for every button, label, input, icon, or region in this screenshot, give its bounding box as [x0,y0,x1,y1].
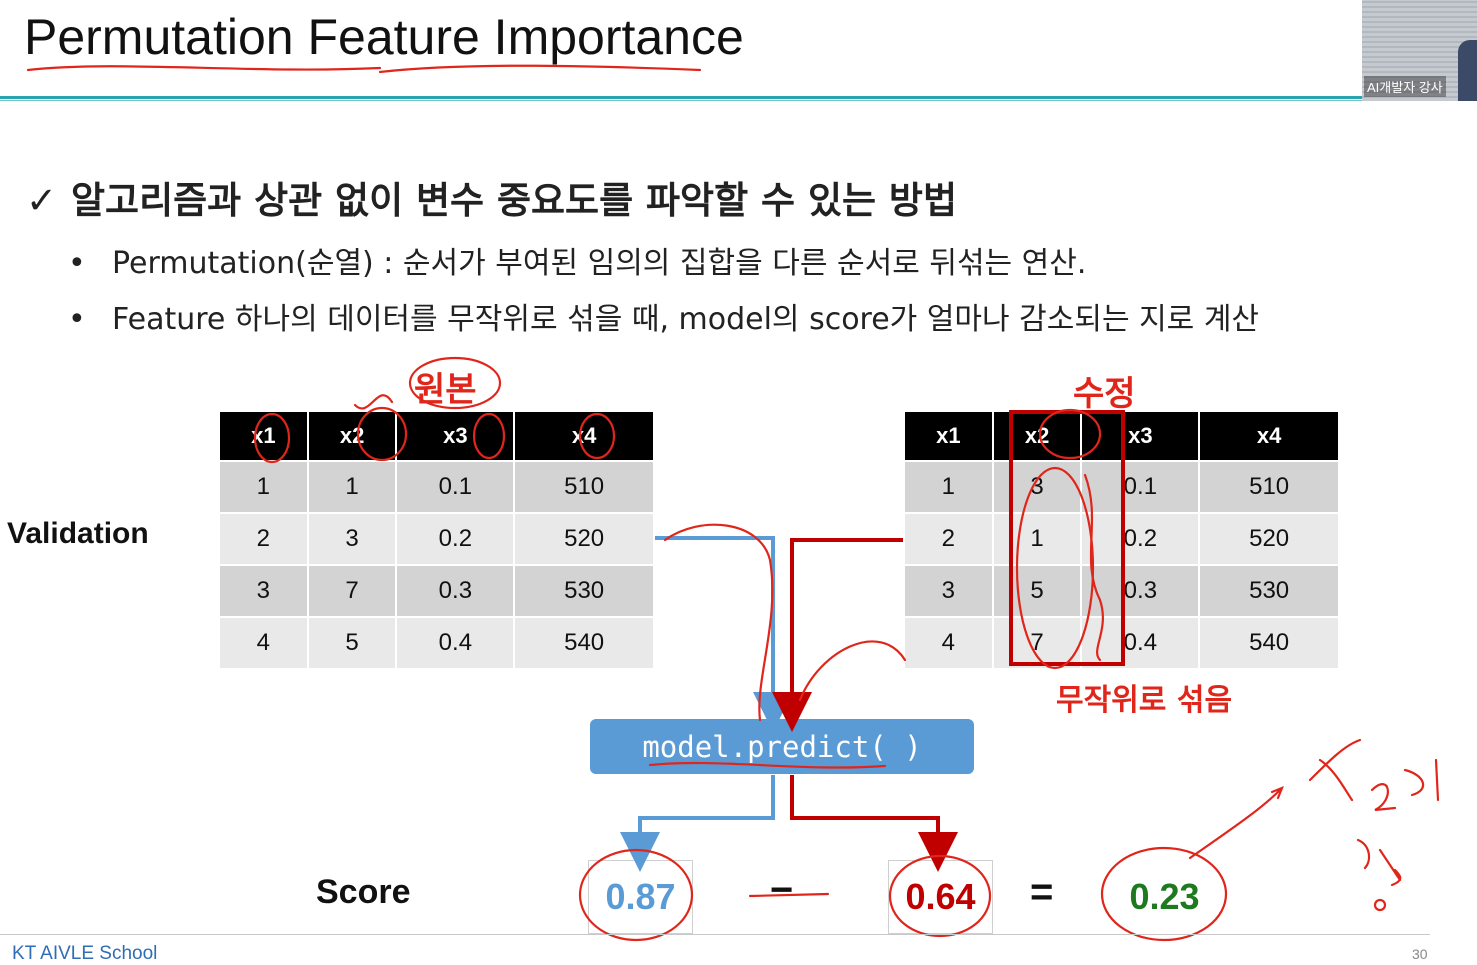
original-table: x1 x2 x3 x4 1 1 0.1 510 2 3 0.2 520 3 7 … [218,410,655,670]
table-cell: 540 [515,618,653,668]
bullet-dot-icon: • [68,302,86,337]
table-header-row: x1 x2 x3 x4 [905,412,1338,460]
col-header-x3: x3 [397,412,514,460]
score-label: Score [316,873,411,911]
table-cell: 4 [905,618,992,668]
heading-text: 알고리즘과 상관 없이 변수 중요도를 파악할 수 있는 방법 [71,179,957,222]
table-cell: 4 [220,618,307,668]
modified-to-predict-arrow [772,538,903,732]
footer-brand: KT AIVLE School [12,943,158,964]
score-difference: 0.23 [1112,860,1217,934]
predict-to-original-score-arrow [620,775,775,872]
slide-title: Permutation Feature Importance [24,9,744,65]
shuffled-label: 무작위로 섞음 [1056,683,1233,718]
validation-label: Validation [7,517,149,550]
table-cell: 520 [515,514,653,564]
original-label: 원본 [414,370,477,410]
table-cell: 0.3 [397,566,514,616]
table-cell: 520 [1200,514,1338,564]
model-predict-box: model.predict( ) [590,719,974,774]
table-cell: 5 [308,618,396,668]
webcam-background [1362,0,1477,101]
col-header-x2: x2 [308,412,396,460]
page-number: 30 [1412,946,1428,962]
table-cell: 1 [993,514,1081,564]
table-cell: 0.4 [1082,618,1199,668]
table-cell: 0.4 [397,618,514,668]
webcam-preview[interactable]: AI개발자 강사 [1362,0,1477,101]
table-cell: 0.2 [397,514,514,564]
table-row: 3 5 0.3 530 [905,566,1338,616]
title-divider [0,96,1365,99]
table-cell: 1 [220,462,307,512]
score-modified: 0.64 [888,860,993,934]
col-header-x1: x1 [220,412,307,460]
webcam-person [1458,40,1477,101]
equals-sign: = [1030,870,1054,914]
table-row: 4 5 0.4 540 [220,618,653,668]
table-row: 1 1 0.1 510 [220,462,653,512]
table-cell: 510 [1200,462,1338,512]
table-cell: 2 [905,514,992,564]
main-heading: ✓ 알고리즘과 상관 없이 변수 중요도를 파악할 수 있는 방법 [26,170,957,224]
table-header-row: x1 x2 x3 x4 [220,412,653,460]
modified-label: 수정 [1073,374,1136,414]
table-cell: 5 [993,566,1081,616]
footer-divider [0,934,1430,935]
col-header-x4: x4 [515,412,653,460]
webcam-label: AI개발자 강사 [1364,76,1446,97]
table-cell: 510 [515,462,653,512]
table-row: 1 3 0.1 510 [905,462,1338,512]
score-original: 0.87 [588,860,693,934]
table-cell: 540 [1200,618,1338,668]
minus-sign: − [770,868,794,912]
table-cell: 2 [220,514,307,564]
bullet-dot-icon: • [68,246,86,281]
original-to-predict-arrow [655,536,793,732]
table-cell: 0.3 [1082,566,1199,616]
table-cell: 1 [308,462,396,512]
bullet-feature: • Feature 하나의 데이터를 무작위로 섞을 때, model의 scor… [68,294,1259,338]
table-cell: 3 [993,462,1081,512]
bullet-text: Permutation(순열) : 순서가 부여된 임의의 집합을 다른 순서로… [112,246,1087,281]
table-cell: 0.1 [397,462,514,512]
col-header-x4: x4 [1200,412,1338,460]
table-row: 2 3 0.2 520 [220,514,653,564]
table-row: 2 1 0.2 520 [905,514,1338,564]
table-cell: 3 [308,514,396,564]
col-header-x2: x2 [993,412,1081,460]
table-cell: 1 [905,462,992,512]
table-cell: 3 [220,566,307,616]
table-cell: 3 [905,566,992,616]
check-icon: ✓ [26,179,58,222]
bullet-permutation: • Permutation(순열) : 순서가 부여된 임의의 집합을 다른 순서… [68,238,1086,282]
title-divider-thin [0,100,1365,101]
table-row: 3 7 0.3 530 [220,566,653,616]
predict-to-modified-score-arrow [790,775,958,872]
col-header-x1: x1 [905,412,992,460]
modified-table: x1 x2 x3 x4 1 3 0.1 510 2 1 0.2 520 3 5 … [903,410,1340,670]
table-cell: 7 [993,618,1081,668]
table-row: 4 7 0.4 540 [905,618,1338,668]
table-cell: 530 [1200,566,1338,616]
col-header-x3: x3 [1082,412,1199,460]
table-cell: 530 [515,566,653,616]
table-cell: 0.1 [1082,462,1199,512]
table-cell: 7 [308,566,396,616]
table-cell: 0.2 [1082,514,1199,564]
bullet-text: Feature 하나의 데이터를 무작위로 섞을 때, model의 score… [112,302,1260,337]
